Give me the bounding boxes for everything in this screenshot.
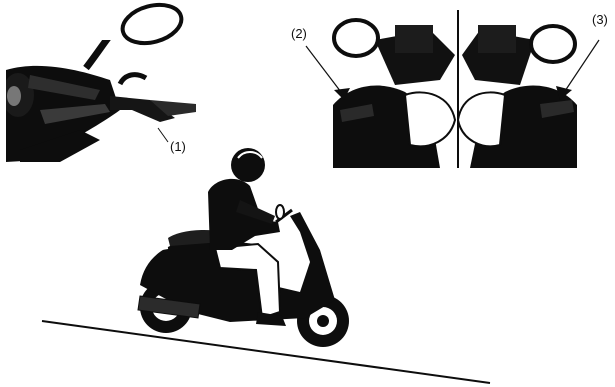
callout-2: (2): [291, 27, 307, 40]
callout-1: (1): [170, 140, 186, 153]
callout-3: (3): [592, 13, 608, 26]
scooter-rider: [42, 148, 490, 383]
